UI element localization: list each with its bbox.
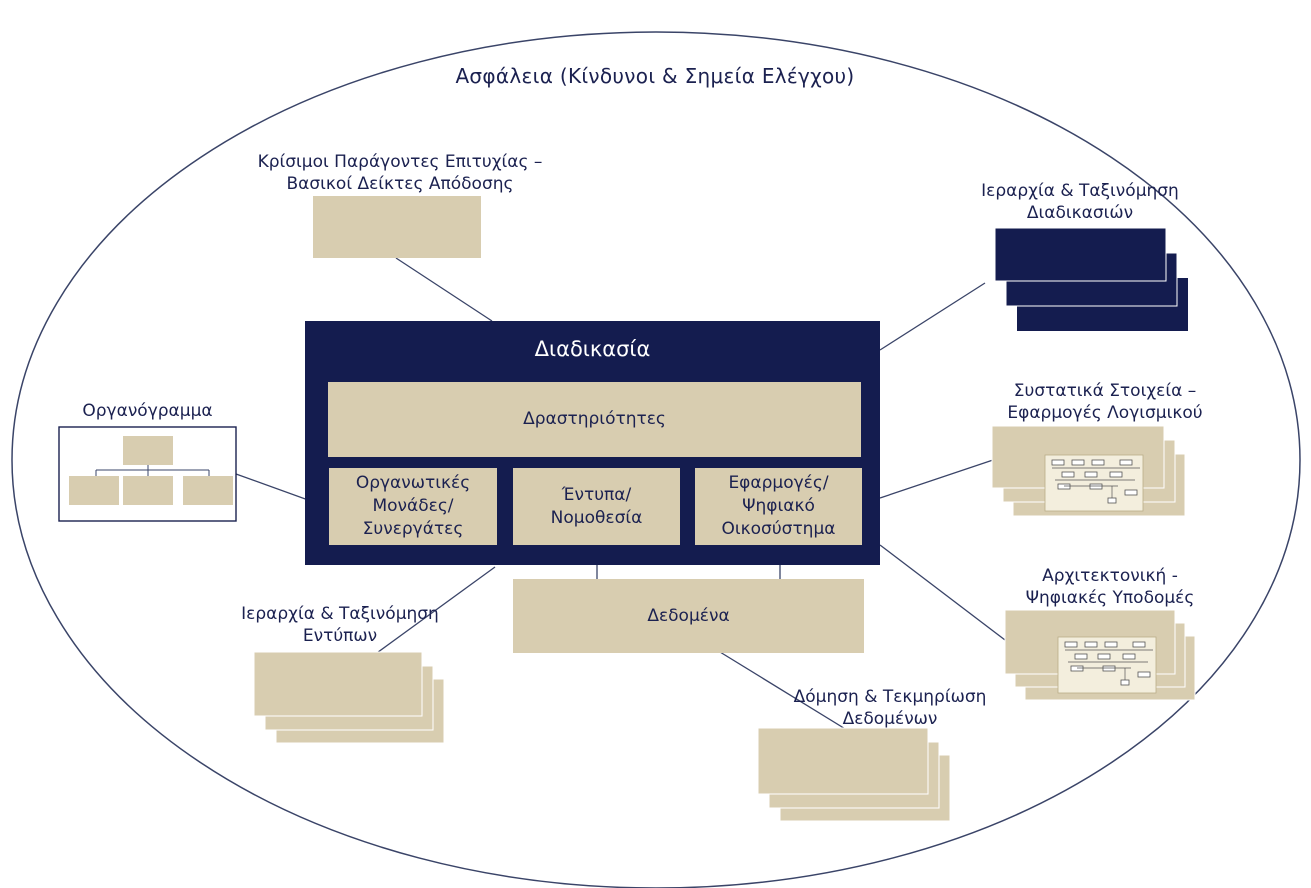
forms-line-2: Νομοθεσία [550, 507, 643, 528]
proc-hier-label-line-1: Ιεραρχία & Ταξινόμηση [981, 181, 1179, 201]
activities-label: Δραστηριότητες [523, 409, 666, 429]
org-units-label: Οργανωτικές Μονάδες/ Συνεργάτες [329, 468, 497, 545]
components-label-line-1: Συστατικά Στοιχεία – [1013, 381, 1197, 401]
connector-components [879, 459, 994, 499]
arch-label-line-1: Αρχιτεκτονική - [1042, 566, 1178, 586]
connector-architecture [879, 544, 1006, 641]
components-flow-icon [1044, 454, 1144, 512]
components-label-line-2: Εφαρμογές Λογισμικού [1007, 403, 1203, 423]
activities-box [328, 382, 861, 457]
connector-process-hierarchy [879, 282, 986, 351]
apps-label: Εφαρμογές/ Ψηφιακό Οικοσύστημα [695, 468, 862, 545]
forms-line-1: Έντυπα/ [561, 484, 632, 505]
data-doc-stack [757, 727, 951, 822]
forms-hierarchy-stack [253, 651, 445, 744]
connector-forms-hierarchy [373, 566, 496, 656]
data-doc-label-line-2: Δεδομένων [842, 709, 938, 729]
apps-line-2: Ψηφιακό [742, 496, 815, 516]
data-label: Δεδομένα [647, 605, 730, 626]
org-units-line-1: Οργανωτικές [355, 473, 471, 493]
apps-line-1: Εφαρμογές/ [728, 473, 829, 493]
architecture-flow-icon [1057, 636, 1157, 694]
forms-box [513, 468, 680, 545]
forms-label: Έντυπα/ Νομοθεσία [513, 468, 680, 545]
forms-hier-label-line-2: Εντύπων [302, 626, 378, 646]
data-doc-label-line-1: Δόμηση & Τεκμηρίωση [793, 687, 987, 707]
csf-label-line-2: Βασικοί Δείκτες Απόδοσης [286, 174, 514, 194]
org-chart-label: Οργανόγραμμα [82, 401, 213, 421]
connector-lines [235, 257, 1006, 739]
connector-data-doc [719, 651, 861, 739]
connector-csf [395, 257, 493, 322]
apps-box [695, 468, 862, 545]
forms-hier-label-line-1: Ιεραρχία & Ταξινόμηση [241, 604, 439, 624]
apps-line-3: Οικοσύστημα [721, 519, 836, 539]
proc-hier-label-line-2: Διαδικασιών [1026, 203, 1134, 223]
csf-label-line-1: Κρίσιμοι Παράγοντες Επιτυχίας – [257, 152, 543, 172]
security-ellipse [11, 31, 1301, 888]
process-hierarchy-stack [994, 227, 1188, 331]
csf-box [313, 196, 481, 258]
arch-label-line-2: Ψηφιακές Υποδομές [1025, 588, 1195, 608]
org-units-line-3: Συνεργάτες [362, 519, 464, 539]
org-units-box [329, 468, 497, 545]
org-chart-graphic [58, 426, 237, 522]
data-box [513, 579, 864, 653]
security-title: Ασφάλεια (Κίνδυνοι & Σημεία Ελέγχου) [455, 64, 855, 88]
process-title: Διαδικασία [534, 337, 651, 361]
org-units-line-2: Μονάδες/ [372, 496, 454, 516]
